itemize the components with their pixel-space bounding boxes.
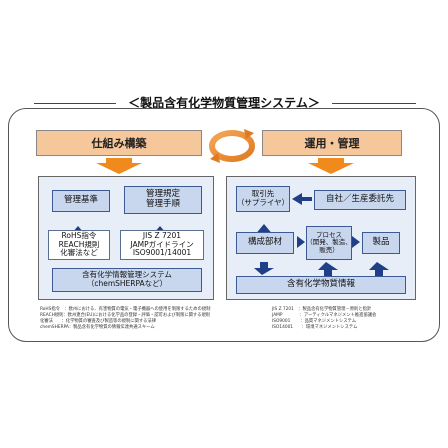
footnotes-right: JIS Z 7201 ：製品含有化学物質管理－原則と指針 JAMP ：アーティク… — [272, 307, 377, 330]
cycle-arrow-tail-icon — [210, 153, 220, 163]
chem-substance-info-box: 含有化学物質情報 — [236, 276, 406, 294]
right-arrow-process-icon — [352, 236, 360, 248]
right-arrow-parts-icon — [297, 236, 305, 248]
cycle-ring-icon — [209, 130, 255, 162]
chem-substance-info-label: 含有化学物質情報 — [286, 279, 355, 290]
operation-header-label: 運用・管理 — [304, 137, 360, 150]
mechanism-header-label: 仕組み構築 — [91, 137, 147, 150]
management-criteria-label: 管理基準 — [63, 195, 98, 206]
component-parts-box: 構成部材 — [236, 232, 294, 254]
chem-info-system-label: 含有化学情報管理システム （chemSHERPAなど） — [82, 270, 172, 288]
mechanism-down-arrow-icon — [96, 158, 142, 174]
process-label: プロセス （開発、製造、 販売） — [306, 230, 352, 254]
product-box: 製品 — [362, 232, 400, 254]
management-rules-box: 管理規定 管理手順 — [124, 186, 202, 214]
supplier-box: 取引先 （サプライヤ） — [236, 186, 290, 212]
down-arrow-info-left-icon — [254, 262, 274, 275]
chem-info-system-box: 含有化学情報管理システム （chemSHERPAなど） — [52, 268, 202, 292]
rohs-reach-box: RoHS指令 REACH規則 化審法など — [48, 230, 110, 260]
title-rule-left — [34, 103, 116, 104]
right-arrow-supplier-icon — [292, 193, 312, 205]
component-parts-label: 構成部材 — [247, 237, 282, 248]
operation-header: 運用・管理 — [262, 130, 402, 156]
jis-jamp-label: JIS Z 7201 JAMPガイドライン ISO9001/14001 — [130, 231, 194, 258]
cycle-arrow-head-icon — [244, 129, 254, 139]
jis-jamp-box: JIS Z 7201 JAMPガイドライン ISO9001/14001 — [120, 230, 204, 260]
footnotes-left: RoHS指令 ：欧州における、有害物質の電気・電子機器への使用を制限するための規… — [40, 307, 211, 330]
management-criteria-box: 管理基準 — [52, 190, 110, 212]
mechanism-header: 仕組み構築 — [36, 130, 202, 156]
up-arrow-info-product-icon — [369, 262, 389, 276]
supplier-label: 取引先 （サプライヤ） — [236, 189, 290, 207]
title-rule-right — [332, 103, 416, 104]
company-label: 自社／生産委託先 — [325, 194, 394, 205]
up-arrow-info-right-icon — [318, 262, 338, 276]
company-box: 自社／生産委託先 — [314, 190, 406, 210]
product-label: 製品 — [372, 237, 390, 248]
management-rules-label: 管理規定 管理手順 — [145, 189, 180, 209]
process-box: プロセス （開発、製造、 販売） — [306, 226, 352, 260]
operation-down-arrow-icon — [308, 158, 354, 174]
rohs-reach-label: RoHS指令 REACH規則 化審法など — [58, 231, 100, 258]
page-title: ＜製品含有化学物質管理システム＞ — [128, 96, 320, 110]
